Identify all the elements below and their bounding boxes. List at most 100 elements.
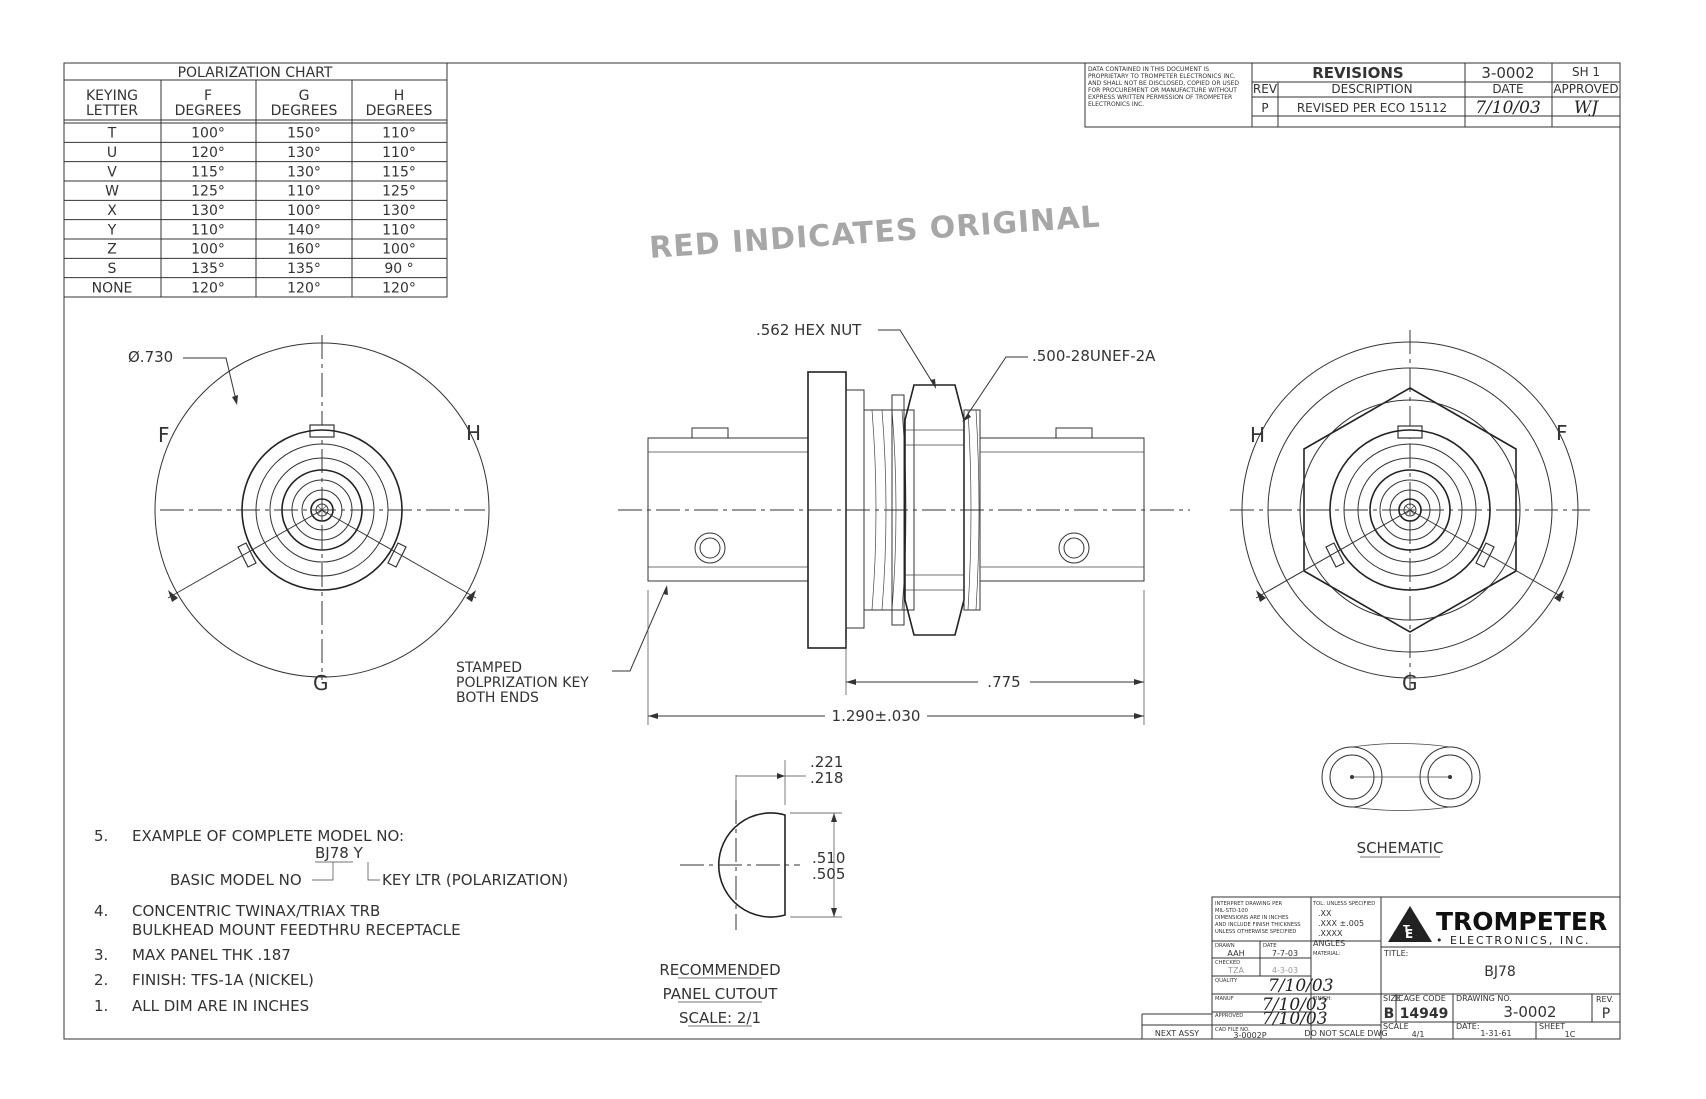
hex-nut-dim: .562 HEX NUT [756,321,862,339]
proprietary-notice: DATA CONTAINED IN THIS DOCUMENT IS PROPR… [1084,62,1253,128]
revisions-col-date: DATE [1492,82,1523,96]
material-label: MATERIAL: [1313,951,1341,957]
scale-label: SCALE [1383,1022,1409,1031]
drawing-title: BJ78 [1484,964,1516,980]
tol-line-3: .XXXX [1318,929,1343,938]
date2-value: 1-31-61 [1480,1029,1511,1038]
date2-label: DATE: [1456,1022,1480,1031]
title-block: INTERPRET DRAWING PER MIL-STD-100 DIMENS… [1141,896,1621,1040]
svg-text:E: E [1405,927,1413,941]
polarization-cell-key: V [107,164,117,180]
revision-desc: REVISED PER ECO 15112 [1297,101,1447,115]
notes: 5. EXAMPLE OF COMPLETE MODEL NO: BJ78 Y … [94,827,568,1015]
polarization-cell-h: 100° [382,242,416,258]
notice-line-1: DATA CONTAINED IN THIS DOCUMENT IS [1088,66,1209,73]
rev-value: P [1602,1006,1610,1022]
dwg-no: 3-0002 [1503,1003,1556,1021]
cad-label: CAD FILE NO. [1215,1027,1250,1033]
col-header-keying-1: KEYING [86,88,138,104]
mfg-label: MANUF [1215,996,1234,1002]
left-key-h: H [466,421,481,445]
cage-label: CAGE CODE [1398,994,1446,1003]
note-5-text: EXAMPLE OF COMPLETE MODEL NO: [132,827,404,845]
right-key-h: H [1250,423,1265,447]
polarization-cell-key: U [107,145,117,161]
cad-file: 3-0002P [1233,1031,1266,1040]
polarization-cell-h: 110° [382,126,416,142]
revision-date: 7/10/03 [1475,98,1541,118]
polarization-cell-f: 130° [191,203,225,219]
note-2-text: FINISH: TFS-1A (NICKEL) [132,971,314,989]
left-key-g: G [313,671,329,695]
polarization-cell-key: NONE [92,280,133,296]
notice-line-3: AND SHALL NOT BE DISCLOSED, COPIED OR US… [1088,80,1239,87]
polarization-cell-key: T [107,126,117,142]
revisions-col-desc: DESCRIPTION [1331,82,1412,96]
polarization-cell-f: 100° [191,242,225,258]
right-key-g: G [1402,671,1418,695]
tol-header: TOL: UNLESS SPECIFIED [1312,901,1375,907]
basic-model-label: BASIC MODEL NO [170,871,302,889]
cage-value: 14949 [1400,1006,1449,1022]
side-view: .562 HEX NUT .500-28UNEF-2A .775 1.290±.… [456,321,1190,725]
polarization-cell-g: 110° [287,184,321,200]
right-end-view: H F G [1230,330,1590,695]
interpret-line-4: AND INCLUDE FINISH THICKNESS [1215,922,1301,928]
col-header-keying-2: LETTER [86,103,138,119]
quality-sig: 7/10/03 [1268,976,1334,996]
col-header-g-1: G [299,88,310,104]
cutout-caption-2: PANEL CUTOUT [663,985,779,1003]
polarization-cell-key: X [107,203,117,219]
sheet-label: SHEET [1539,1022,1565,1031]
polarization-cell-g: 130° [287,164,321,180]
revision-approved: WJ [1574,98,1599,118]
next-assy: NEXT ASSY [1155,1029,1199,1038]
panel-cutout: .221 .218 .510 .505 RECOMMENDED PANEL CU… [659,753,845,1027]
date-label: DATE [1263,943,1277,949]
left-key-f: F [158,423,170,447]
notice-line-2: PROPRIETARY TO TROMPETER ELECTRONICS INC… [1088,73,1236,80]
note-3-text: MAX PANEL THK .187 [132,946,291,964]
polarization-cell-h: 115° [382,164,416,180]
polarization-cell-g: 140° [287,222,321,238]
notice-line-5: EXPRESS WRITTEN PERMISSION OF TROMPETER [1088,94,1232,101]
mfg-sig: 7/10/03 [1262,995,1328,1015]
polarization-cell-f: 115° [191,164,225,180]
size-value: B [1384,1006,1395,1022]
cutout-caption-3: SCALE: 2/1 [679,1009,761,1027]
original-stamp: RED INDICATES ORIGINAL [648,200,1102,266]
left-end-view: Ø.730 F H G [128,335,490,695]
scale-value: 4/1 [1412,1030,1425,1039]
note-4-line-2: BULKHEAD MOUNT FEEDTHRU RECEPTACLE [132,921,461,939]
title-label: TITLE: [1383,949,1408,958]
polarization-cell-h: 90 ° [384,261,413,277]
polarization-cell-key: Y [107,222,117,238]
revisions-title: REVISIONS [1312,64,1403,82]
approved-label: APPROVED [1215,1013,1243,1019]
drawn-by: AAH [1227,949,1244,958]
col-header-f-1: F [204,88,212,104]
drawn-label: DRAWN [1215,943,1235,949]
company-name: TROMPETER [1436,907,1607,936]
polarization-cell-g: 130° [287,145,321,161]
polarization-cell-g: 100° [287,203,321,219]
polarization-cell-h: 110° [382,145,416,161]
polarization-cell-key: Z [107,242,117,258]
notice-line-4: FOR PROCUREMENT OR MANUFACTURE WITHOUT [1088,87,1237,94]
polarization-cell-g: 135° [287,261,321,277]
polarization-cell-f: 110° [191,222,225,238]
thread-dim: .500-28UNEF-2A [1032,347,1156,365]
polarization-cell-h: 120° [382,280,416,296]
quality-label: QUALITY [1215,978,1238,984]
col-header-f-2: DEGREES [175,103,242,119]
polarization-cell-g: 160° [287,242,321,258]
interpret-line-2: MIL-STD-100 [1215,908,1248,914]
interpret-line-3: DIMENSIONS ARE IN INCHES [1215,915,1289,921]
polarization-chart-title: POLARIZATION CHART [178,65,333,81]
note-1-text: ALL DIM ARE IN INCHES [132,997,309,1015]
length-1290-dim: 1.290±.030 [832,707,921,725]
interpret-line-5: UNLESS OTHERWISE SPECIFIED [1215,929,1296,935]
cutout-dim-505: .505 [812,865,845,883]
drawn-date: 7-7-03 [1272,949,1298,958]
